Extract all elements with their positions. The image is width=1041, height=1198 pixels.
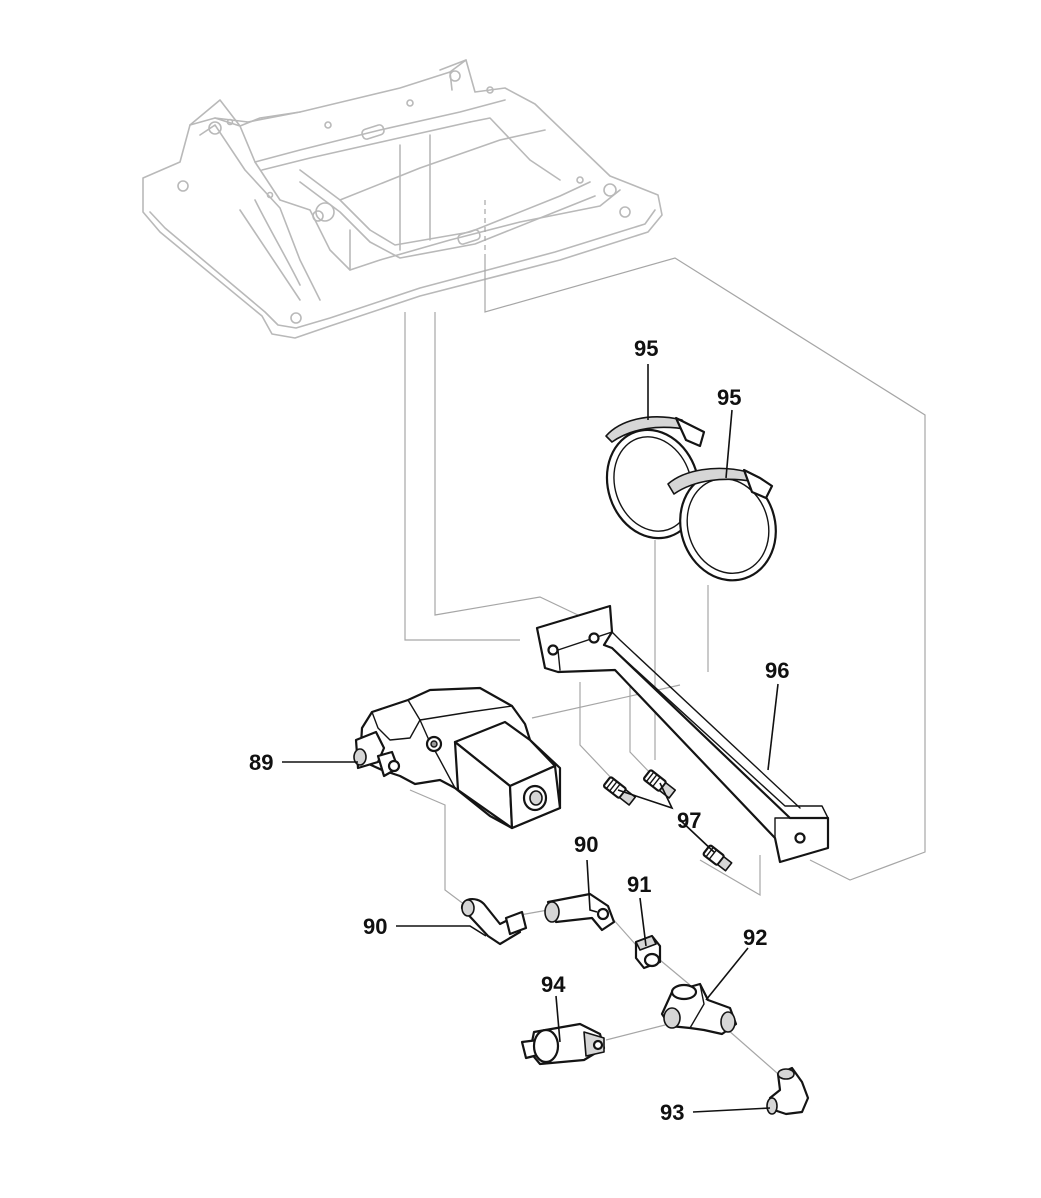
callout-labels: 89 90 90 91 92 93 94 95 95 96 97 [249,336,789,1125]
pressure-switch-94 [520,1022,606,1066]
callout-92: 92 [743,925,767,950]
bracket-96 [535,604,830,864]
elbow-adapter-93 [766,1066,810,1116]
callout-95-left: 95 [634,336,658,361]
callout-89: 89 [249,750,273,775]
callout-90-left: 90 [363,914,387,939]
callout-97: 97 [677,808,701,833]
assembly-guide-lines [404,200,926,1081]
callout-94: 94 [541,972,566,997]
callout-93: 93 [660,1100,684,1125]
elbow-fitting-90-b [544,892,616,932]
callout-leaders [282,364,779,1113]
hose-clamp-95-b [667,467,777,582]
seat-frame-ghost [142,59,663,339]
hose-clamp-95-a [605,416,706,540]
tee-fitting-92 [660,982,738,1036]
nipple-91 [634,934,662,970]
studs-97 [602,769,733,872]
callout-95-right: 95 [717,385,741,410]
callout-90-upper: 90 [574,832,598,857]
elbow-fitting-90-a [460,898,528,946]
callout-91: 91 [627,872,651,897]
motor-89 [353,686,562,830]
callout-96: 96 [765,658,789,683]
